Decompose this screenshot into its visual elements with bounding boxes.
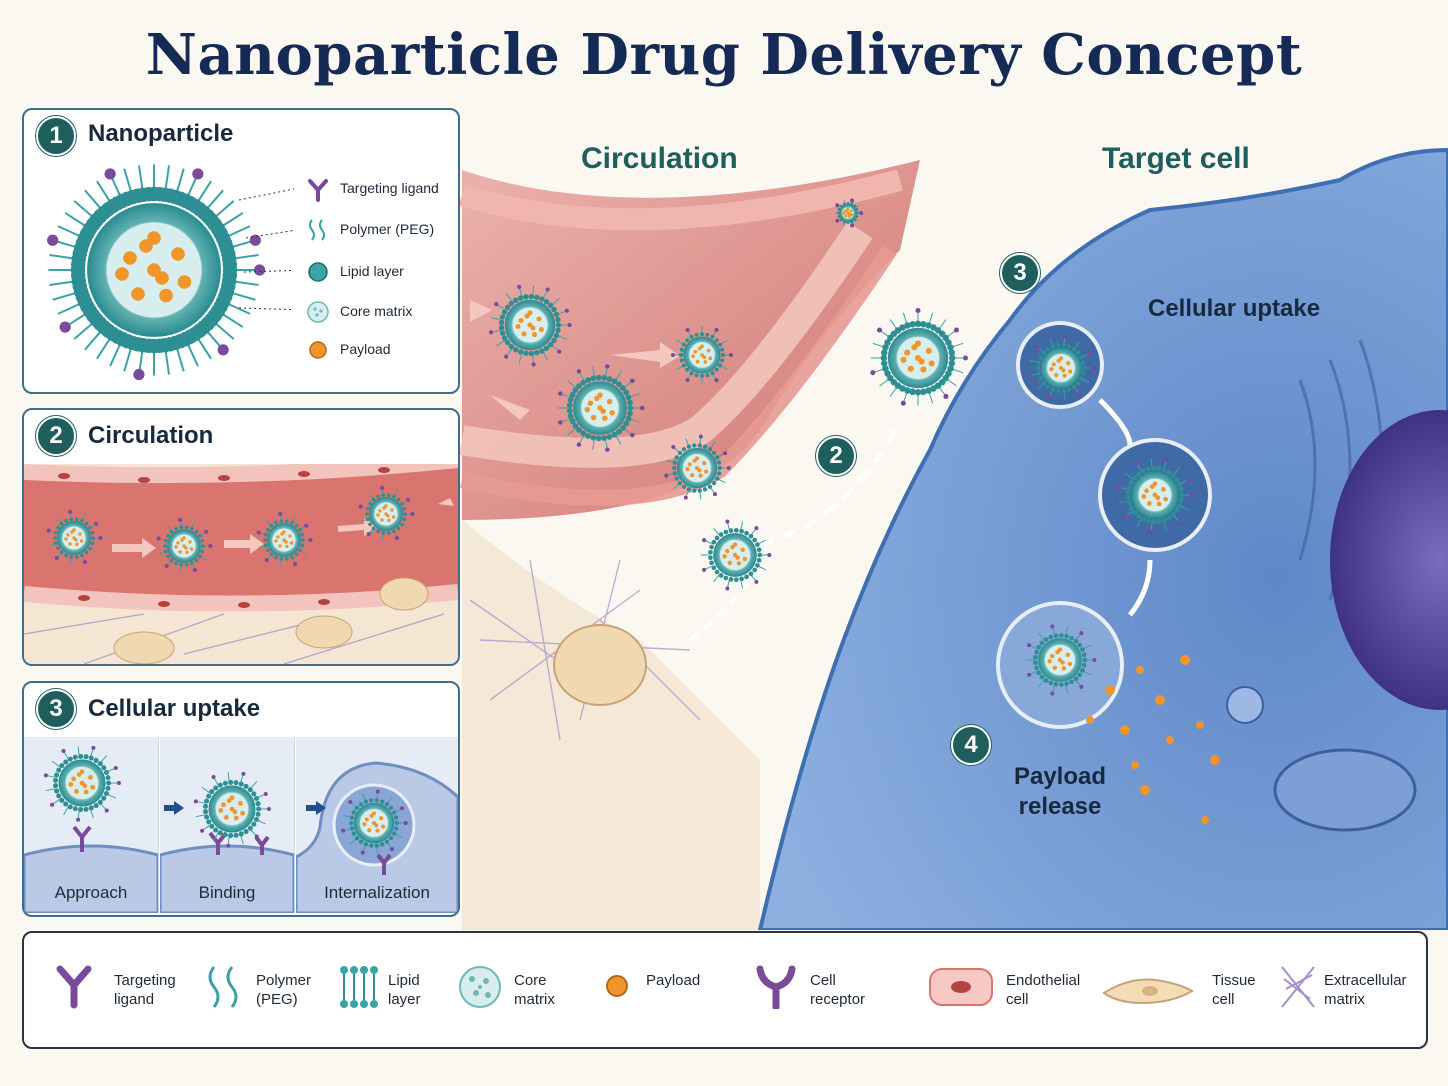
panel-3-title: Cellular uptake [88,695,261,722]
target-cell-heading: Target cell [1102,142,1250,175]
endothelial-cell-icon [929,968,993,1006]
legend-polymer-peg: Polymer (PEG) [340,221,435,237]
panel-nanoparticle: 1 Nanoparticle Targeting ligand Polymer … [22,108,460,394]
tissue-cell-icon [1102,978,1194,1005]
nanoparticle [1025,624,1097,696]
panel-circulation: 2 Circulation [22,408,460,666]
step-approach-label: Approach [54,883,128,902]
panel-2-title: Circulation [88,422,214,449]
nanoparticle [46,509,103,565]
circulation-heading: Circulation [581,142,738,175]
lipid-layer-icon [340,966,378,1008]
step-binding-label: Binding [198,883,256,902]
step-3-badge: 3 [1000,253,1040,293]
nanoparticle [193,771,271,848]
nanoparticle [47,164,266,381]
panel-1-title: Nanoparticle [88,120,234,147]
targeting-ligand-icon [56,965,92,1009]
payload-release-label: Payload release [1010,762,1110,822]
binding-diagram [160,771,294,913]
panel-1-badge: 1 [36,116,76,156]
cellular-uptake-label: Cellular uptake [1148,295,1321,322]
nanoparticle [156,517,213,573]
payload-release-line1: Payload [1013,763,1107,790]
step-internalization-label: Internalization [324,883,430,902]
extracellular-matrix-icon [1281,966,1315,1008]
legend-core-matrix: Core matrix [340,303,413,319]
step-4-badge: 4 [951,725,991,765]
main-illustration [458,147,1448,930]
legend-item-payload: Payload [646,972,701,989]
approach-diagram [24,745,158,913]
legend-payload: Payload [340,341,391,357]
nanoparticle [670,325,734,385]
nanoparticle [488,284,572,367]
payload-icon [606,975,628,997]
panel-3-badge: 3 [36,689,76,729]
nanoparticle [834,198,864,228]
core-matrix-icon [459,966,501,1008]
arrow-icon [306,801,326,815]
circulation-diagram [24,464,458,664]
nanoparticle [43,745,121,822]
payload-icon [309,341,327,359]
internalization-diagram [296,761,458,913]
polymer-peg-icon [208,966,238,1008]
payload-release-line2: release [1018,793,1102,820]
legend-item-polymer-peg: Polymer(PEG) [256,972,312,1008]
nanoparticle [256,511,313,567]
nanoparticle [1028,334,1095,400]
nanoparticle [664,434,731,500]
panel-cellular-uptake: 3 Cellular uptake Approach Binding Inter… [22,681,460,917]
nanoparticle [358,485,415,541]
step-2-badge: 2 [816,436,856,476]
step-internalization: Internalization [296,737,458,913]
nanoparticle [341,789,408,855]
step-approach: Approach [24,737,159,913]
step-binding: Binding [160,737,295,913]
lipid-layer-icon [308,262,328,282]
nanoparticle [1116,457,1194,534]
panel-2-badge: 2 [36,416,76,456]
targeting-ligand-icon [308,179,328,202]
legend-lipid-layer: Lipid layer [340,263,404,279]
nanoparticle [557,364,645,452]
arrow-icon [164,801,184,815]
nanoparticle-diagram [47,164,294,381]
legend-targeting-ligand: Targeting ligand [340,180,439,196]
nanoparticle [870,307,969,406]
cell-receptor-icon [756,965,796,1009]
page-title: Nanoparticle Drug Delivery Concept [145,22,1303,88]
nanoparticle [700,519,772,591]
core-matrix-icon [307,301,329,323]
polymer-peg-icon [309,219,325,241]
